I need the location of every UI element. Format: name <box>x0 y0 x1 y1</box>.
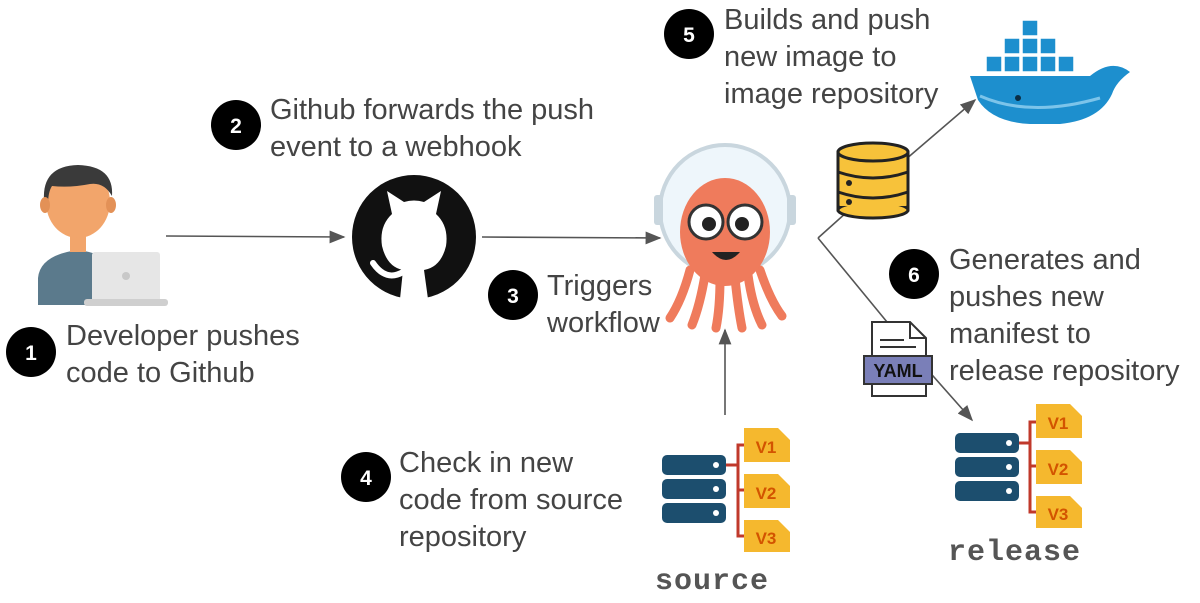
source-repository: V1 V2 V3 <box>662 428 790 552</box>
step-2-line-2: event to a webhook <box>270 131 522 163</box>
step-badge-1: 1 <box>6 327 56 377</box>
svg-text:2: 2 <box>230 115 242 138</box>
release-version-tag-2: V2 <box>1036 450 1082 484</box>
step-3-line-1: Triggers <box>547 270 653 302</box>
step-4-line-1: Check in new <box>399 447 574 479</box>
step-4-line-2: code from source <box>399 484 624 516</box>
source-version-tag-1: V1 <box>744 428 790 462</box>
step-6-line-1: Generates and <box>949 244 1141 276</box>
step-badge-2: 2 <box>211 100 261 150</box>
developer-icon <box>38 165 168 306</box>
svg-text:V3: V3 <box>1048 505 1069 524</box>
source-version-tag-3: V3 <box>744 520 790 552</box>
step-badge-6: 6 <box>889 249 939 299</box>
step-5-line-3: image repository <box>724 78 939 110</box>
release-server-icon <box>955 433 1019 501</box>
svg-text:V1: V1 <box>756 438 777 457</box>
release-version-tag-1: V1 <box>1036 404 1082 438</box>
svg-text:5: 5 <box>683 24 695 47</box>
source-server-icon <box>662 455 726 523</box>
step-3-text: Triggers workflow <box>547 268 660 342</box>
release-version-tag-3: V3 <box>1036 496 1082 528</box>
step-3-line-2: workflow <box>547 307 660 339</box>
step-5-line-2: new image to <box>724 41 897 73</box>
release-repo-label: release <box>948 536 1082 570</box>
database-icon <box>836 141 910 220</box>
yaml-file-icon: YAML <box>863 321 933 397</box>
argo-octopus-icon <box>654 143 796 333</box>
docker-icon <box>970 19 1130 124</box>
step-1-line-2: code to Github <box>66 357 255 389</box>
step-2-text: Github forwards the push event to a webh… <box>270 92 594 166</box>
svg-text:V2: V2 <box>1048 460 1069 479</box>
source-version-tag-2: V2 <box>744 474 790 508</box>
step-badge-4: 4 <box>341 452 391 502</box>
svg-text:4: 4 <box>360 467 372 490</box>
arrow-developer-to-github <box>165 230 346 244</box>
github-icon <box>352 175 476 299</box>
step-2-line-1: Github forwards the push <box>270 94 595 126</box>
step-6-line-4: release repository <box>949 355 1180 387</box>
svg-text:1: 1 <box>25 342 37 365</box>
svg-text:6: 6 <box>908 264 920 287</box>
arrow-github-to-argo <box>481 231 662 245</box>
svg-text:V2: V2 <box>756 484 777 503</box>
yaml-label: YAML <box>873 361 922 381</box>
svg-text:3: 3 <box>507 285 519 308</box>
step-4-text: Check in new code from source repository <box>399 445 623 556</box>
source-repo-label: source <box>655 565 770 599</box>
step-1-text: Developer pushes code to Github <box>66 318 300 392</box>
svg-text:V3: V3 <box>756 529 777 548</box>
step-badge-5: 5 <box>664 9 714 59</box>
svg-text:V1: V1 <box>1048 414 1069 433</box>
step-badge-3: 3 <box>488 270 538 320</box>
step-5-text: Builds and push new image to image repos… <box>724 2 938 113</box>
release-repository: V1 V2 V3 <box>955 404 1082 528</box>
step-6-line-2: pushes new <box>949 281 1104 313</box>
step-6-line-3: manifest to <box>949 318 1091 350</box>
step-6-text: Generates and pushes new manifest to rel… <box>949 242 1180 390</box>
step-5-line-1: Builds and push <box>724 4 931 36</box>
step-1-line-1: Developer pushes <box>66 320 300 352</box>
step-4-line-3: repository <box>399 521 527 553</box>
